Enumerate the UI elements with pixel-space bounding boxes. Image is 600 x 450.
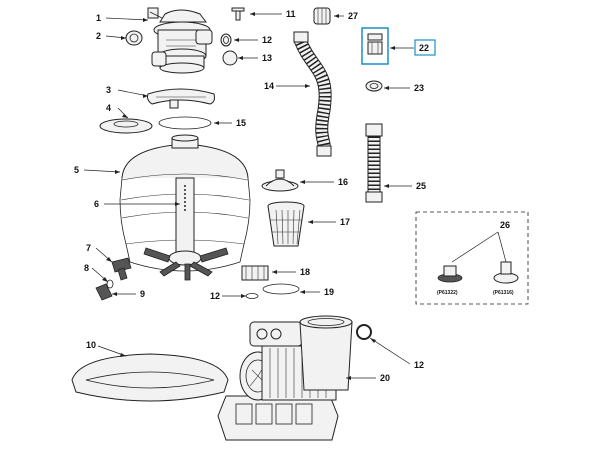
label-23: 23 — [414, 83, 424, 93]
label-20: 20 — [380, 373, 390, 383]
part-15-oring — [158, 116, 212, 130]
part-10-base — [71, 353, 229, 402]
label-15: 15 — [236, 118, 246, 128]
label-19: 19 — [324, 287, 334, 297]
part-17-basket — [267, 201, 305, 247]
label-9: 9 — [140, 289, 145, 299]
part-9-drain-cap — [95, 283, 113, 301]
label-17: 17 — [340, 217, 350, 227]
part-1-multiport-valve — [147, 7, 213, 74]
part-26-variants — [415, 211, 529, 305]
number-labels: 1 2 3 4 5 6 7 8 9 10 11 12 12 12 13 14 1… — [74, 9, 514, 383]
part-13-plug — [222, 50, 238, 66]
label-14: 14 — [264, 81, 274, 91]
part-6-laterals — [143, 247, 229, 281]
label-16: 16 — [338, 177, 348, 187]
part-4-tank-lid — [99, 118, 153, 134]
label-2: 2 — [96, 31, 101, 41]
part-12-oring-middle — [245, 293, 259, 299]
part-5-tank — [119, 134, 251, 272]
part-8-oring — [106, 279, 114, 289]
label-4: 4 — [106, 103, 111, 113]
part-27-nut — [313, 7, 331, 25]
label-5: 5 — [74, 165, 79, 175]
variant-right-part — [493, 261, 519, 284]
part-20-pump — [217, 315, 353, 441]
variant-right-caption: (P61316) — [493, 290, 514, 296]
label-22: 22 — [419, 43, 429, 53]
label-1: 1 — [96, 13, 101, 23]
part-2-cap — [125, 30, 143, 46]
label-25: 25 — [416, 181, 426, 191]
leader-lines — [83, 12, 414, 380]
label-6: 6 — [94, 199, 99, 209]
label-11: 11 — [286, 9, 296, 19]
label-18: 18 — [300, 267, 310, 277]
label-26: 26 — [500, 220, 510, 230]
label-7: 7 — [86, 243, 91, 253]
label-12-bottom: 12 — [414, 360, 424, 370]
label-12-top: 12 — [262, 35, 272, 45]
part-23-clamp — [365, 80, 383, 92]
part-12-oring-top — [220, 33, 232, 47]
label-8: 8 — [84, 263, 89, 273]
label-10: 10 — [86, 340, 96, 350]
label-22-highlight-box — [414, 39, 436, 56]
part-19-oring — [262, 283, 300, 295]
variant-left-part — [437, 265, 463, 283]
label-3: 3 — [106, 85, 111, 95]
part-16-strainer-lid — [261, 169, 299, 192]
label-27: 27 — [348, 11, 358, 21]
part-12-oring-bottom — [356, 324, 372, 340]
part-21-gauge — [361, 27, 389, 65]
part-25-hose — [365, 123, 383, 203]
part-3-clamp — [147, 88, 215, 109]
label-13: 13 — [262, 53, 272, 63]
part-18-elbow — [241, 265, 269, 281]
part-11-screw — [231, 7, 245, 21]
part-7-drain — [111, 257, 132, 281]
variant-left-caption: (P61322) — [437, 290, 458, 296]
part-14-hose — [293, 31, 332, 157]
label-12-middle: 12 — [210, 291, 220, 301]
